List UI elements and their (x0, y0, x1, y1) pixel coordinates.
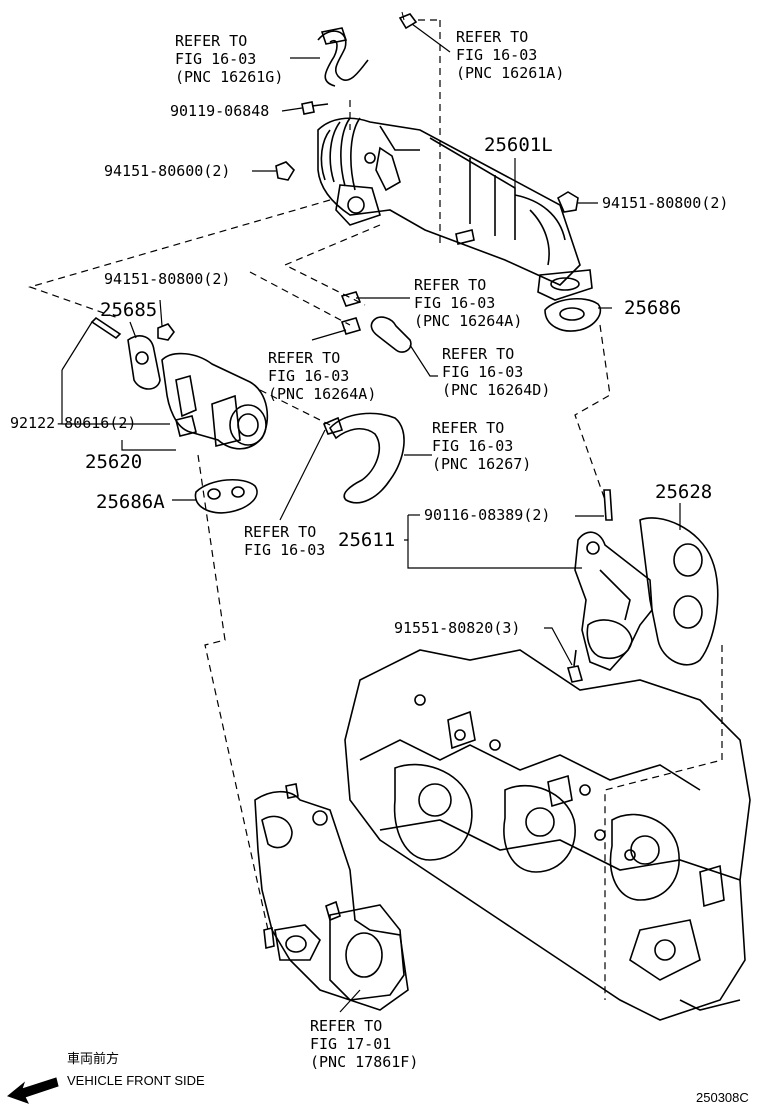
callout-17861f: REFER TO FIG 17-01 (PNC 17861F) (310, 1017, 418, 1071)
callout-line: FIG 16-03 (244, 541, 325, 559)
callout-line: (PNC 17861F) (310, 1053, 418, 1071)
callout-16261a: REFER TO FIG 16-03 (PNC 16261A) (456, 28, 564, 82)
part-label-94151-80600: 94151-80600(2) (104, 162, 230, 180)
part-label-90116-08389: 90116-08389(2) (424, 506, 550, 524)
callout-line: (PNC 16264A) (268, 385, 376, 403)
callout-16261g: REFER TO FIG 16-03 (PNC 16261G) (175, 32, 283, 86)
callout-line: (PNC 16264A) (414, 312, 522, 330)
callout-line: REFER TO (432, 419, 504, 437)
callout-line: REFER TO (175, 32, 247, 50)
stud-92122-80616 (90, 316, 122, 340)
callout-line: (PNC 16261G) (175, 68, 283, 86)
clamp-16261a (398, 11, 418, 30)
part-label-25601l: 25601L (484, 134, 553, 156)
callout-line: REFER TO (414, 276, 486, 294)
callout-16264a-left: REFER TO FIG 16-03 (PNC 16264A) (268, 349, 376, 403)
vehicle-front-indicator: 車両前方 VEHICLE FRONT SIDE (6, 1051, 205, 1104)
callout-line: REFER TO (442, 345, 514, 363)
callout-line: FIG 16-03 (268, 367, 349, 385)
callout-line: REFER TO (310, 1017, 382, 1035)
part-label-25686: 25686 (624, 297, 681, 319)
callout-line: (PNC 16267) (432, 455, 531, 473)
part-label-94151-80800-left: 94151-80800(2) (104, 270, 230, 288)
callout-line: FIG 16-03 (414, 294, 495, 312)
diagram-code: 250308C (696, 1090, 749, 1105)
exhaust-manifold (254, 783, 409, 1011)
nut-94151-80800-right (556, 191, 579, 213)
part-label-25686a: 25686A (96, 491, 165, 513)
callout-16267: REFER TO FIG 16-03 (PNC 16267) (432, 419, 531, 473)
callout-line: FIG 17-01 (310, 1035, 391, 1053)
cylinder-head (344, 649, 751, 1021)
callout-line: FIG 16-03 (175, 50, 256, 68)
part-label-94151-80800-right: 94151-80800(2) (602, 194, 728, 212)
hose-16261g (317, 27, 369, 87)
part-label-25611: 25611 (338, 529, 395, 551)
clamp-16264a-top (340, 291, 362, 307)
callout-line: (PNC 16261A) (456, 64, 564, 82)
front-label-japanese: 車両前方 (67, 1051, 119, 1066)
assembly-dashed-lines (28, 19, 723, 1000)
callout-line: FIG 16-03 (456, 46, 537, 64)
hose-16267 (322, 412, 405, 504)
front-label-english: VEHICLE FRONT SIDE (67, 1073, 205, 1088)
part-label-25620: 25620 (85, 451, 142, 473)
nut-94151-80600 (275, 161, 296, 181)
part-label-25685: 25685 (100, 299, 157, 321)
callout-line: REFER TO (456, 28, 528, 46)
gasket-25686 (544, 297, 602, 332)
callout-fig1603-plain: REFER TO FIG 16-03 (244, 523, 325, 559)
bolt-91551-80820 (566, 649, 584, 683)
callout-line: REFER TO (244, 523, 316, 541)
callout-line: FIG 16-03 (442, 363, 523, 381)
part-label-92122-80616: 92122-80616(2) (10, 414, 136, 432)
egr-valve-25620 (127, 335, 269, 450)
callout-line: (PNC 16264D) (442, 381, 550, 399)
front-direction-arrow-icon (6, 1077, 59, 1104)
part-label-25628: 25628 (655, 481, 712, 503)
leader-lines (61, 23, 681, 1013)
bolt-90119-06848 (301, 101, 329, 115)
callout-line: REFER TO (268, 349, 340, 367)
egr-cooler-25601l (317, 117, 593, 301)
bracket-25611 (574, 489, 653, 671)
part-label-90119-06848: 90119-06848 (170, 102, 269, 120)
gasket-25686a (194, 478, 258, 514)
gasket-25628 (639, 517, 719, 666)
callout-line: FIG 16-03 (432, 437, 513, 455)
callout-16264a-top: REFER TO FIG 16-03 (PNC 16264A) (414, 276, 522, 330)
clamp-16264a-left (340, 317, 362, 335)
callout-16264d: REFER TO FIG 16-03 (PNC 16264D) (442, 345, 550, 399)
nut-94151-80800-left (157, 323, 175, 341)
hose-16264d (370, 316, 412, 353)
part-number-labels: 90119-06848 94151-80600(2) 25601L 94151-… (10, 102, 728, 637)
part-label-91551-80820: 91551-80820(3) (394, 619, 520, 637)
